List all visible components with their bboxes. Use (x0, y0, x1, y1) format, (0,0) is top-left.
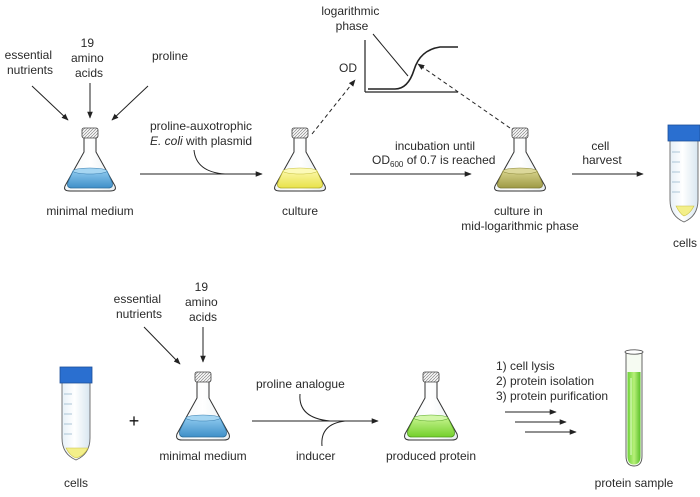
growth-curve-graph (364, 40, 458, 93)
arrow-nutrients-to-flask (31, 85, 69, 121)
protein-sample-label: protein sample (595, 476, 674, 490)
flask-culture (274, 127, 326, 192)
arrow-step1-feed (193, 149, 226, 175)
top-essential-nutrients-label: essential nutrients (5, 48, 56, 77)
flask-minimal-medium-bottom (176, 371, 230, 441)
top-proline-label: proline (152, 49, 188, 63)
top-flask2-label: culture (282, 204, 318, 218)
step2-line2: OD600 of 0.7 is reached (372, 153, 495, 169)
top-flask3-label: culture in mid-logarithmic phase (461, 204, 579, 233)
arrow-analogue-feed (299, 393, 331, 422)
flask-mid-log-culture (494, 127, 546, 192)
tube-cap-top (667, 124, 700, 142)
inducer-label: inducer (296, 449, 335, 463)
tube-cells-bottom (59, 366, 93, 461)
tube-cells-top (667, 124, 700, 223)
proline-analogue-label: proline analogue (256, 377, 345, 391)
bottom-tube-label: cells (64, 476, 88, 490)
dashed-arrow-flask3-to-graph (417, 63, 511, 129)
step1-line2: E. coli with plasmid (150, 134, 252, 148)
arrow-proline-to-flask (111, 85, 149, 121)
graph-phase-label: logarithmic phase (321, 4, 382, 33)
test-tube-protein-sample (624, 349, 644, 467)
bottom-amino-acids-label: 19 amino acids (185, 280, 221, 324)
flask-produced-protein (404, 371, 458, 441)
top-flask1-label: minimal medium (46, 204, 133, 218)
step3-label: cell harvest (582, 139, 622, 167)
bottom-essential-nutrients-label: essential nutrients (114, 292, 165, 321)
arrow-inducer-feed (321, 420, 346, 447)
step1-line1: proline-auxotrophic (150, 119, 252, 133)
graph-y-label: OD (339, 61, 357, 75)
plus-sign: + (129, 411, 140, 431)
tube-cap-bottom (59, 366, 93, 384)
purification-steps: 1) cell lysis 2) protein isolation 3) pr… (496, 359, 608, 403)
growth-curve (368, 46, 458, 90)
phase-pointer-line (372, 33, 409, 77)
dashed-arrow-culture-to-graph (311, 79, 356, 135)
bottom-flask2-label: produced protein (386, 449, 476, 463)
top-amino-acids-label: 19 amino acids (71, 36, 107, 80)
bottom-flask1-label: minimal medium (159, 449, 246, 463)
step2-line1: incubation until (395, 139, 475, 153)
arrow-bottom-nutrients (143, 326, 181, 365)
flask-minimal-medium-top (64, 127, 116, 192)
top-tube-label: cells (673, 236, 697, 250)
